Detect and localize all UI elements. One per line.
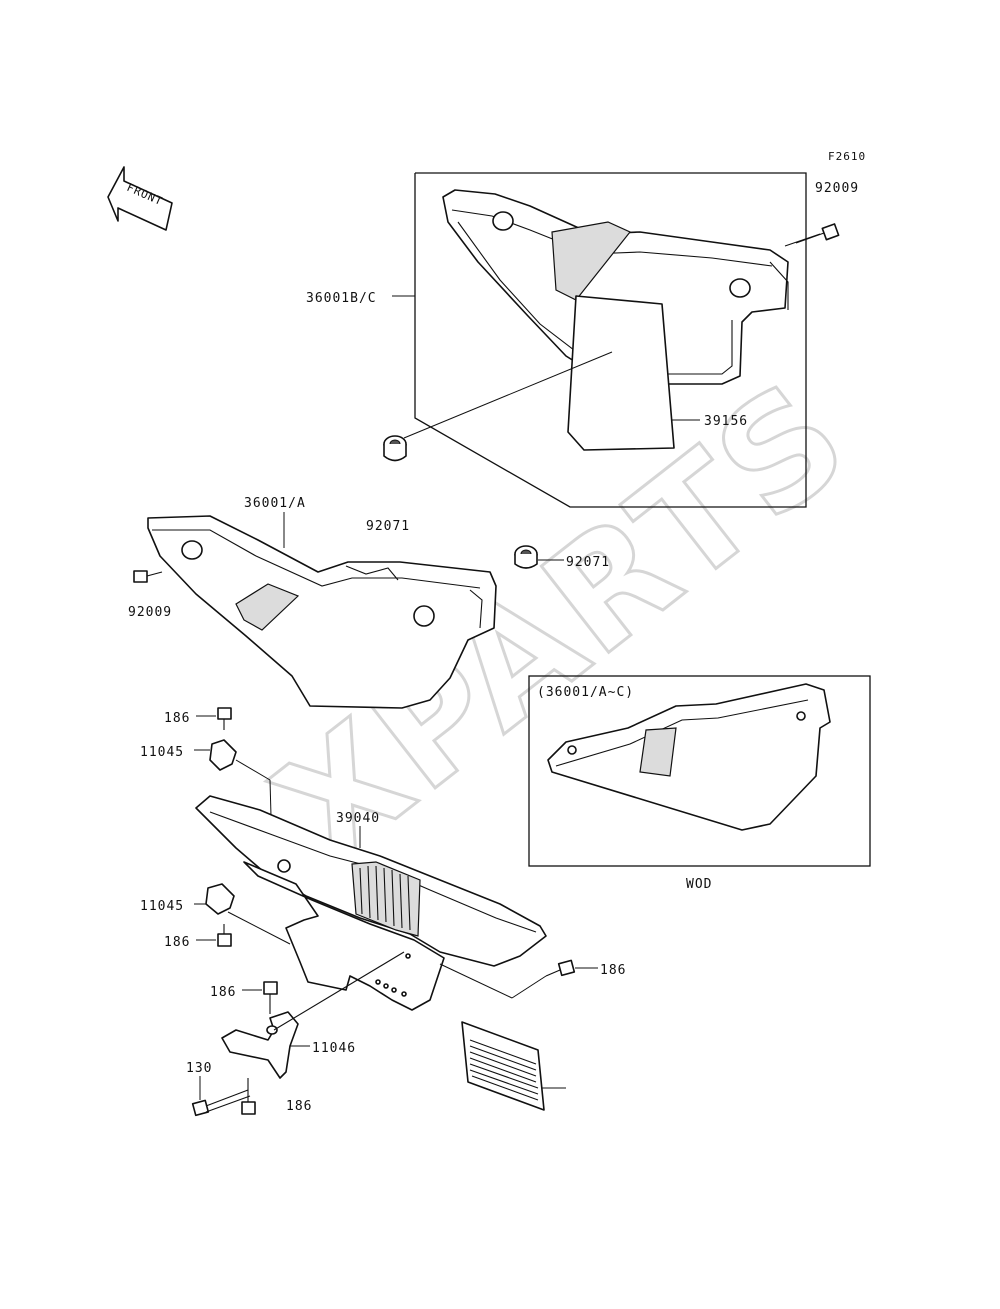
bracket-11046 (221, 951, 405, 1079)
label-92071-right: 92071 (566, 555, 610, 570)
chain-cover-39040 (195, 795, 547, 1011)
side-cover-b-c-box (414, 172, 807, 508)
inset-title: (36001/A~C) (537, 685, 634, 700)
inset-box: (36001/A~C) (528, 675, 871, 867)
clip-11045-b-icon (205, 883, 235, 915)
grommet-92071-left-icon (383, 435, 407, 462)
label-186-d: 186 (286, 1099, 312, 1114)
bolt-186-b-icon (217, 924, 232, 947)
bolt-130-icon (191, 1089, 251, 1117)
label-11046: 11046 (312, 1041, 356, 1056)
label-39040: 39040 (336, 811, 380, 826)
bolt-186-a-icon (217, 707, 232, 730)
label-186-right: 186 (600, 963, 626, 978)
label-186-b: 186 (164, 935, 190, 950)
label-92009-top: 92009 (815, 181, 859, 196)
label-36001a: 36001/A (244, 496, 306, 511)
bolt-186-c-icon (263, 981, 278, 1014)
label-92009-left: 92009 (128, 605, 172, 620)
label-39156: 39156 (704, 414, 748, 429)
grommet-92071-right-icon (514, 545, 538, 569)
label-11045-a: 11045 (140, 745, 184, 760)
bolt-186-right-icon (545, 959, 576, 977)
label-186-a: 186 (164, 711, 190, 726)
figure-code: F2610 (828, 150, 866, 163)
label-92071-left: 92071 (366, 519, 410, 534)
bolt-92009-left-icon (133, 570, 163, 583)
front-arrow-icon: FRONT (107, 166, 173, 231)
bolt-186-d-icon (241, 1078, 256, 1115)
bolt-92009-top-icon (795, 223, 840, 244)
label-36001bc: 36001B/C (306, 291, 377, 306)
clip-11045-a-icon (209, 739, 237, 771)
label-130: 130 (186, 1061, 212, 1076)
inset-caption: WOD (686, 877, 712, 892)
ref-label-decal (461, 1021, 545, 1111)
side-cover-a (147, 515, 497, 709)
decal-39156 (567, 295, 675, 451)
label-11045-b: 11045 (140, 899, 184, 914)
label-186-c: 186 (210, 985, 236, 1000)
